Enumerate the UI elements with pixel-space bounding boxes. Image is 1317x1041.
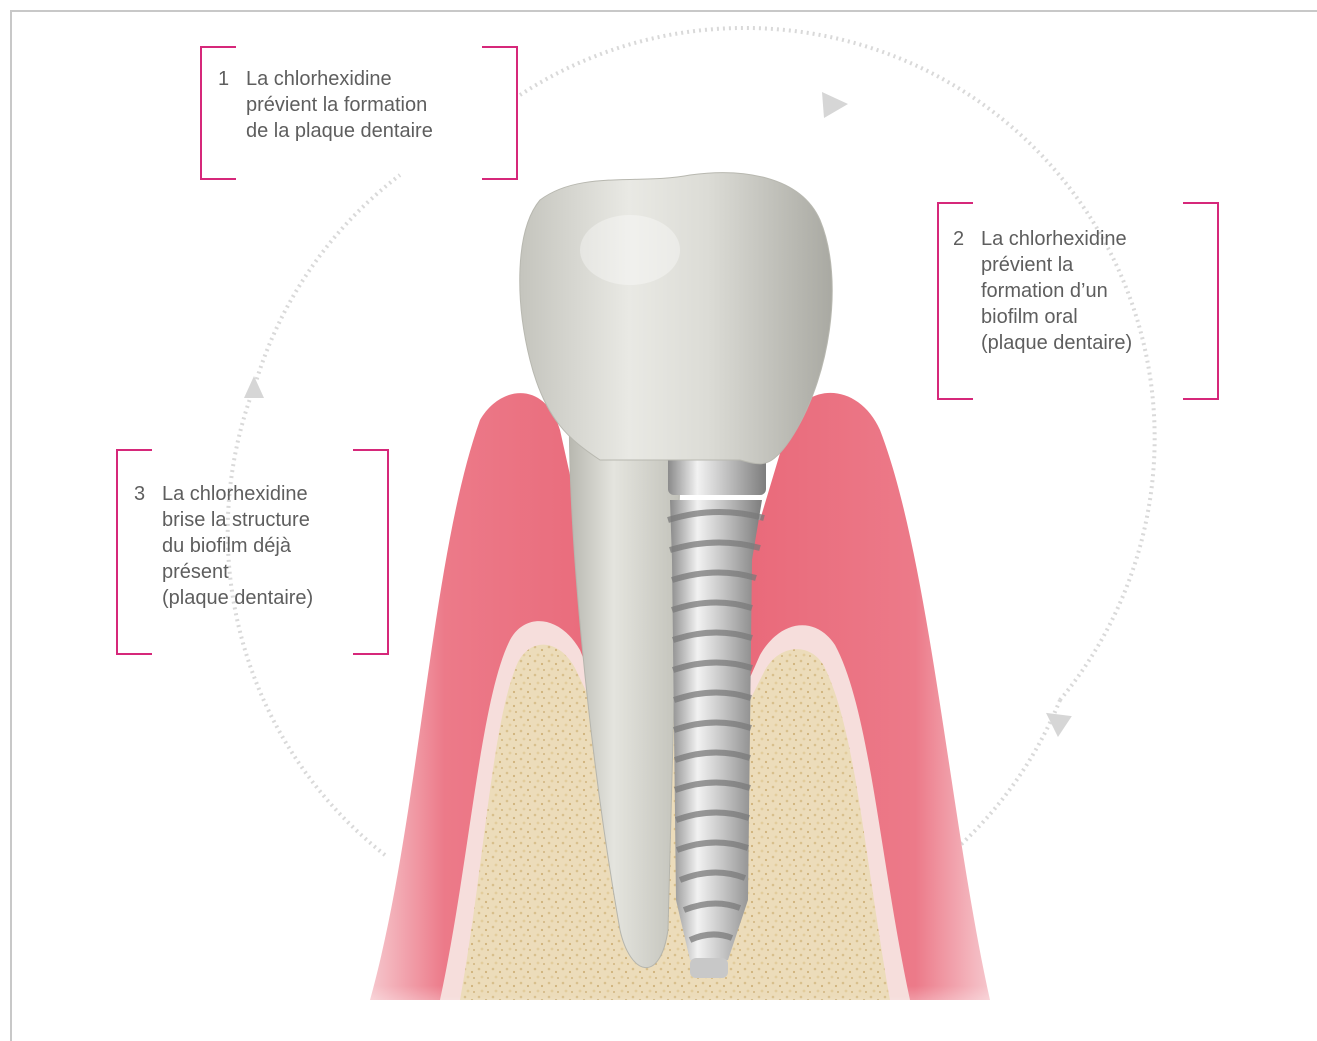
callout-1-content: 1 La chlorhexidine prévient la formation… <box>218 66 433 144</box>
callout-1-number: 1 <box>218 66 246 92</box>
callout-2-number: 2 <box>953 226 981 252</box>
callout-3-content: 3 La chlorhexidine brise la structure du… <box>134 481 313 611</box>
callout-2: 2 La chlorhexidine prévient la formation… <box>937 202 1219 400</box>
callout-1-right-bracket <box>482 46 518 180</box>
callout-2-content: 2 La chlorhexidine prévient la formation… <box>953 226 1132 356</box>
callout-3: 3 La chlorhexidine brise la structure du… <box>116 449 389 655</box>
callout-1: 1 La chlorhexidine prévient la formation… <box>200 46 518 180</box>
callout-1-text: La chlorhexidine prévient la formation d… <box>246 66 433 144</box>
callout-3-right-bracket <box>353 449 389 655</box>
tooth-crown <box>520 173 832 464</box>
callout-3-number: 3 <box>134 481 162 507</box>
callout-2-text: La chlorhexidine prévient la formation d… <box>981 226 1132 356</box>
callout-3-text: La chlorhexidine brise la structure du b… <box>162 481 313 611</box>
callout-2-right-bracket <box>1183 202 1219 400</box>
